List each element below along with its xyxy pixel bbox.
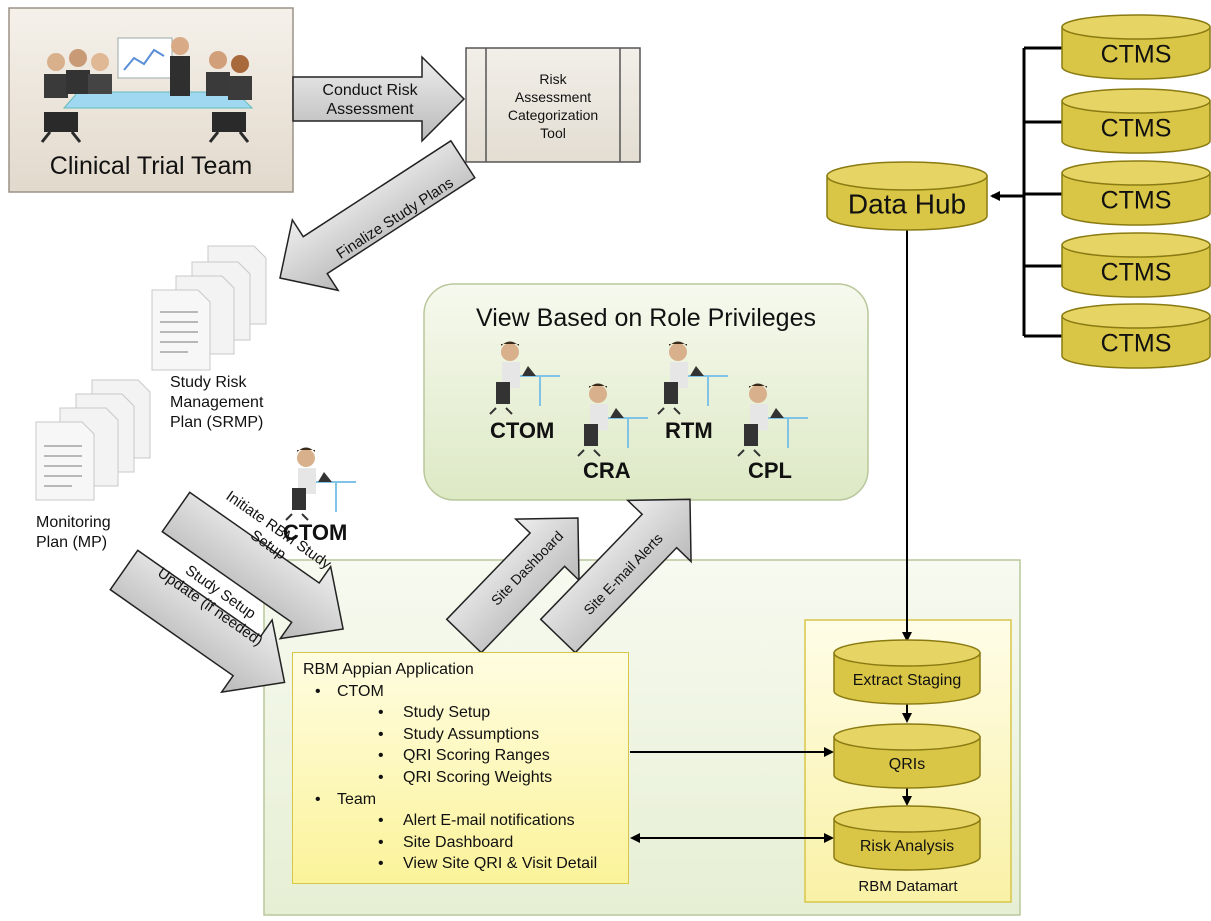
datamart-store-2: QRIs [833, 723, 981, 789]
ctms-connector-lines [1022, 46, 1062, 338]
risk-tool-line4: Tool [540, 125, 566, 141]
srmp-line3: Plan (SRMP) [170, 414, 264, 431]
meeting-illustration [40, 37, 254, 143]
ctms-database-1: CTMS [1061, 14, 1211, 80]
datamart-store-2-label: QRIs [889, 756, 925, 773]
rtm-role-figure [657, 341, 728, 415]
rbm-app-group-ctom: CTOM [303, 681, 618, 703]
risk-tool-box [465, 47, 641, 163]
ctom-role-figure [489, 341, 560, 415]
conduct-arrow-label-line2: Assessment [326, 101, 414, 118]
srmp-label: Study Risk Management Plan (SRMP) [170, 373, 263, 433]
ctms-database-2: CTMS [1061, 88, 1211, 154]
cpl-role-figure [737, 383, 808, 457]
conduct-arrow-label: Conduct Risk Assessment [300, 81, 440, 119]
ctms-database-5-label: CTMS [1101, 329, 1172, 357]
rbm-datamart-label: RBM Datamart [858, 878, 958, 895]
view-panel-title: View Based on Role Privileges [475, 304, 816, 332]
rbm-app-item: Site Dashboard [303, 832, 618, 854]
data-hub-database-label: Data Hub [848, 189, 966, 220]
conduct-risk-assessment-arrow [292, 55, 466, 143]
rbm-app-title: RBM Appian Application [303, 661, 474, 678]
role-label-ctom: CTOM [490, 418, 555, 443]
rbm-app-groups: CTOM Study Setup Study Assumptions QRI S… [303, 681, 618, 875]
ctom-user-figure [285, 447, 356, 521]
ctms-database-4-label: CTMS [1101, 258, 1172, 286]
rbm-app-item: QRI Scoring Ranges [303, 745, 618, 767]
ctms-database-3-label: CTMS [1101, 186, 1172, 214]
srmp-line2: Management [170, 394, 264, 411]
risk-tool-label: Risk Assessment Categorization Tool [486, 70, 620, 142]
rbm-appian-application-box: RBM Appian Application CTOM Study Setup … [292, 652, 629, 884]
role-label-cra: CRA [583, 458, 631, 483]
conduct-arrow-label-line1: Conduct Risk [322, 82, 418, 99]
rbm-app-item: QRI Scoring Weights [303, 767, 618, 789]
datamart-store-1-label: Extract Staging [853, 672, 962, 689]
rbm-app-item: Alert E-mail notifications [303, 810, 618, 832]
ctms-database-1-label: CTMS [1101, 40, 1172, 68]
mp-label: Monitoring Plan (MP) [36, 513, 111, 553]
mp-line1: Monitoring [36, 514, 111, 531]
role-label-cpl: CPL [748, 458, 792, 483]
datamart-store-3: Risk Analysis [833, 805, 981, 871]
risk-tool-line3: Categorization [507, 107, 599, 123]
clinical-trial-team-label: Clinical Trial Team [49, 152, 253, 180]
datamart-store-3-label: Risk Analysis [860, 838, 954, 855]
cra-role-figure [577, 383, 648, 457]
rbm-app-item: View Site QRI & Visit Detail [303, 853, 618, 875]
ctms-database-3: CTMS [1061, 160, 1211, 226]
mp-line2: Plan (MP) [36, 534, 108, 551]
data-hub-database: Data Hub [826, 161, 988, 231]
ctms-database-4: CTMS [1061, 232, 1211, 298]
mp-documents-icon [35, 379, 151, 501]
initiate-rbm-study-setup-arrow [161, 491, 344, 640]
datamart-store-1: Extract Staging [833, 639, 981, 705]
ctms-database-2-label: CTMS [1101, 114, 1172, 142]
site-dashboard-arrow [445, 517, 580, 654]
site-email-alerts-arrow [539, 498, 692, 654]
ctms-database-5: CTMS [1061, 303, 1211, 369]
role-label-rtm: RTM [665, 418, 713, 443]
risk-tool-line2: Assessment [514, 89, 592, 105]
rbm-app-item: Study Setup [303, 702, 618, 724]
study-setup-update-arrow [109, 549, 286, 694]
rbm-app-item: Study Assumptions [303, 724, 618, 746]
finalize-study-plans-arrow [279, 139, 476, 292]
ctom-user-label: CTOM [283, 520, 348, 545]
rbm-app-group-team: Team [303, 789, 618, 811]
srmp-line1: Study Risk [170, 374, 247, 391]
srmp-documents-icon [151, 245, 267, 371]
risk-tool-line1: Risk [539, 71, 567, 87]
